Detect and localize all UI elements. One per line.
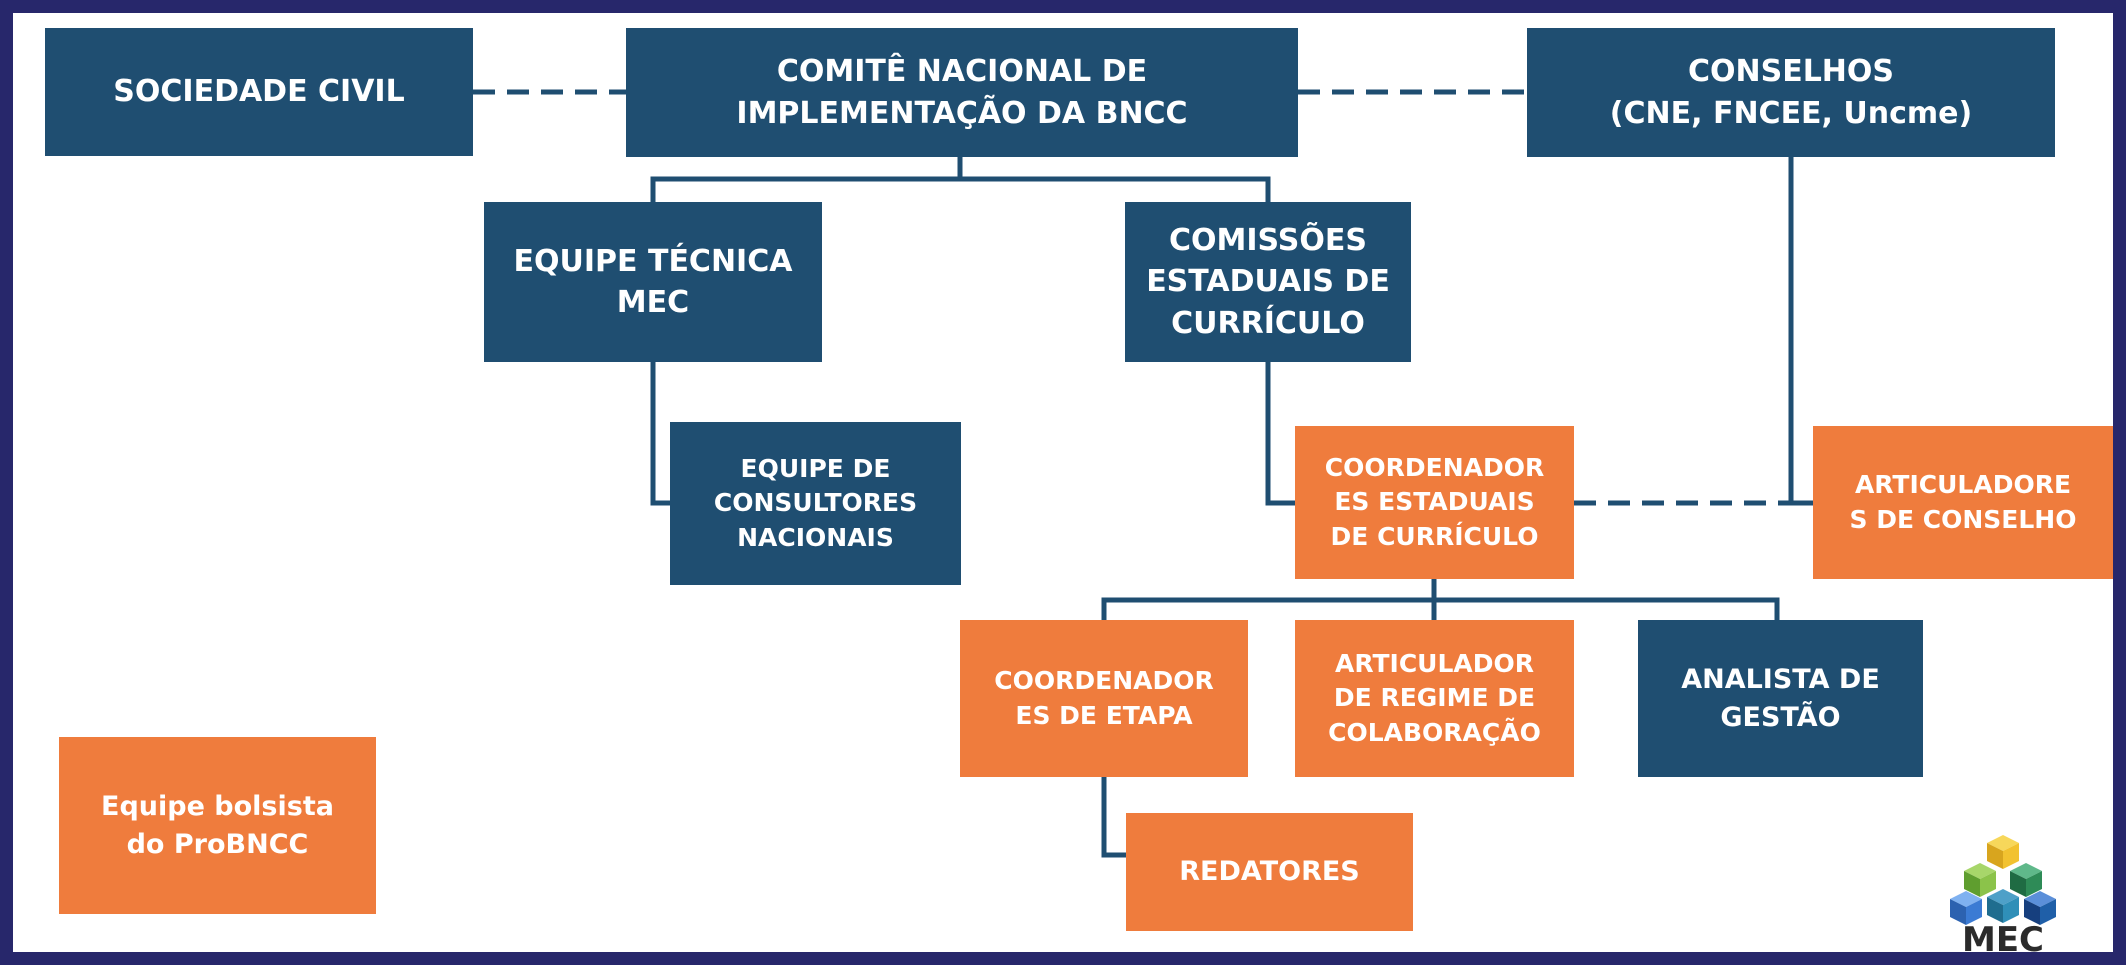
node-label: COORDENADOR ES DE ETAPA	[994, 666, 1214, 730]
node-label: COMISSÕES ESTADUAIS DE CURRÍCULO	[1146, 222, 1390, 341]
connector-lines	[473, 89, 1813, 858]
node-articulador-regime: ARTICULADOR DE REGIME DE COLABORAÇÃO	[1295, 620, 1574, 777]
node-label: EQUIPE TÉCNICA MEC	[513, 243, 793, 320]
connector-row4-branch	[1101, 597, 1780, 620]
node-label: ARTICULADOR DE REGIME DE COLABORAÇÃO	[1328, 648, 1541, 747]
node-label: COORDENADOR ES ESTADUAIS DE CURRÍCULO	[1324, 452, 1545, 551]
node-comite-nacional: COMITÊ NACIONAL DE IMPLEMENTAÇÃO DA BNCC	[626, 28, 1298, 157]
node-articuladores-conselho: ARTICULADORE S DE CONSELHO	[1813, 426, 2113, 579]
node-label: ARTICULADORE S DE CONSELHO	[1849, 470, 2077, 534]
connector-etapa-redatores	[1101, 777, 1126, 858]
connector-tecnica-consultores	[650, 362, 670, 506]
connector-comite-children	[650, 176, 1271, 202]
connector-comissoes-coordenadores	[1265, 362, 1295, 506]
node-label: CONSELHOS (CNE, FNCEE, Uncme)	[1609, 54, 1973, 131]
node-label: REDATORES	[1179, 856, 1360, 888]
node-label: ANALISTA DE GESTÃO	[1681, 664, 1880, 733]
legend-label: Equipe bolsista do ProBNCC	[101, 791, 334, 860]
node-label: EQUIPE DE CONSULTORES NACIONAIS	[713, 453, 918, 552]
mec-logo-text: MEC	[1962, 920, 2044, 952]
node-sociedade-civil: SOCIEDADE CIVIL	[45, 28, 473, 156]
node-analista-gestao: ANALISTA DE GESTÃO	[1638, 620, 1923, 777]
stacked-cubes-icon	[1950, 835, 2056, 925]
mec-logo: MEC	[1950, 835, 2056, 952]
connector-conselhos-articuladores	[1788, 157, 1813, 506]
node-equipe-tecnica-mec: EQUIPE TÉCNICA MEC	[484, 202, 822, 362]
node-coordenadores-estaduais: COORDENADOR ES ESTADUAIS DE CURRÍCULO	[1295, 426, 1574, 579]
node-label: COMITÊ NACIONAL DE IMPLEMENTAÇÃO DA BNCC	[736, 54, 1188, 131]
org-chart: SOCIEDADE CIVIL COMITÊ NACIONAL DE IMPLE…	[13, 13, 2113, 952]
node-label: SOCIEDADE CIVIL	[113, 74, 405, 110]
node-coordenadores-etapa: COORDENADOR ES DE ETAPA	[960, 620, 1248, 777]
legend-equipe-bolsista: Equipe bolsista do ProBNCC	[59, 737, 376, 914]
node-redatores: REDATORES	[1126, 813, 1413, 931]
node-equipe-consultores: EQUIPE DE CONSULTORES NACIONAIS	[670, 422, 961, 585]
node-comissoes-estaduais: COMISSÕES ESTADUAIS DE CURRÍCULO	[1125, 202, 1411, 362]
node-conselhos: CONSELHOS (CNE, FNCEE, Uncme)	[1527, 28, 2055, 157]
